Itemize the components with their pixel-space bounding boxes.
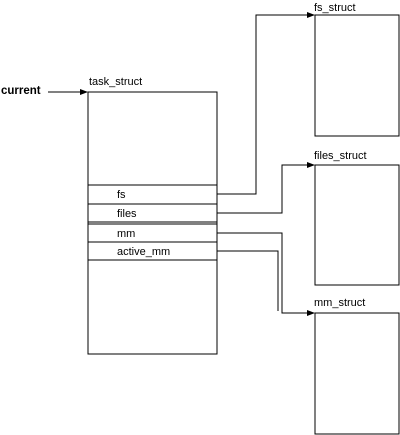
fs-pointer-arrow bbox=[217, 12, 315, 195]
field-active-mm: active_mm bbox=[117, 246, 170, 258]
task-struct-title: task_struct bbox=[89, 76, 142, 88]
files-struct-box bbox=[314, 164, 400, 286]
fs-struct-box bbox=[314, 14, 400, 137]
field-mm: mm bbox=[117, 228, 135, 240]
current-label: current bbox=[1, 85, 41, 97]
field-fs: fs bbox=[117, 189, 126, 201]
mm-struct-title: mm_struct bbox=[314, 297, 365, 309]
files-struct-title: files_struct bbox=[314, 150, 367, 162]
active-mm-pointer-line bbox=[217, 250, 279, 311]
mm-struct-box bbox=[314, 312, 400, 435]
mm-pointer-arrow bbox=[217, 232, 315, 316]
task-struct-box bbox=[87, 91, 218, 355]
files-pointer-arrow bbox=[217, 162, 315, 214]
fs-struct-title: fs_struct bbox=[314, 2, 356, 14]
field-files: files bbox=[117, 208, 137, 220]
